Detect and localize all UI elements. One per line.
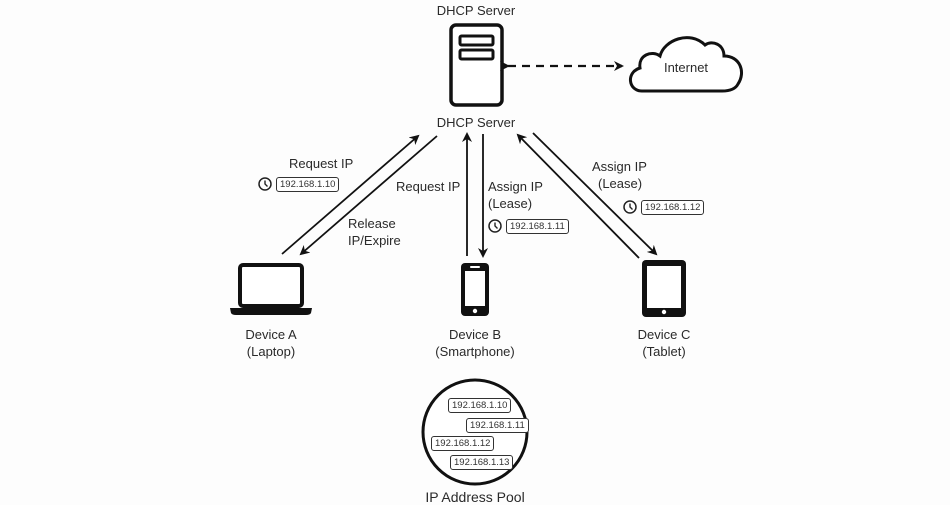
device-b-type: (Smartphone) (435, 344, 515, 359)
laptop-icon (230, 263, 312, 315)
cloud-icon (629, 36, 743, 93)
pool-ip-3: 192.168.1.12 (431, 436, 495, 451)
device-b-request-label: Request IP (396, 179, 461, 194)
device-a-name: Device A (245, 327, 297, 342)
device-c-assign-label-1: Assign IP (592, 159, 647, 174)
tablet-icon (642, 260, 686, 317)
internet-label: Internet (663, 60, 709, 75)
clock-icon (623, 200, 637, 214)
arrow-c-request (516, 133, 640, 259)
device-b-ip-badge: 192.168.1.11 (506, 219, 569, 234)
device-a-release-label-1: Release (348, 216, 396, 231)
arrow-c-assign (532, 132, 658, 256)
device-b-assign-label-1: Assign IP (488, 179, 543, 194)
device-a-ip-badge: 192.168.1.10 (276, 177, 340, 192)
arrow-a-release (299, 135, 438, 256)
smartphone-icon (461, 263, 489, 316)
device-a-release-label-2: IP/Expire (348, 233, 401, 248)
server-label: DHCP Server (436, 115, 516, 130)
server-icon (449, 23, 504, 107)
device-c-assign-label-2: (Lease) (598, 176, 643, 191)
ip-pool-label: IP Address Pool (425, 489, 525, 505)
pool-ip-1: 192.168.1.10 (448, 398, 512, 413)
device-b-assign-label-2: (Lease) (488, 196, 533, 211)
arrow-a-request (281, 134, 420, 255)
device-a-type: (Laptop) (246, 344, 296, 359)
device-c-name: Device C (637, 327, 691, 342)
device-c-ip-badge: 192.168.1.12 (641, 200, 705, 215)
clock-icon (488, 219, 502, 233)
pool-ip-4: 192.168.1.13 (450, 455, 514, 470)
server-title: DHCP Server (436, 3, 516, 18)
device-c-type: (Tablet) (642, 344, 686, 359)
clock-icon (258, 177, 272, 191)
device-b-name: Device B (448, 327, 502, 342)
pool-ip-2: 192.168.1.11 (466, 418, 529, 433)
device-a-request-label: Request IP (289, 156, 354, 171)
